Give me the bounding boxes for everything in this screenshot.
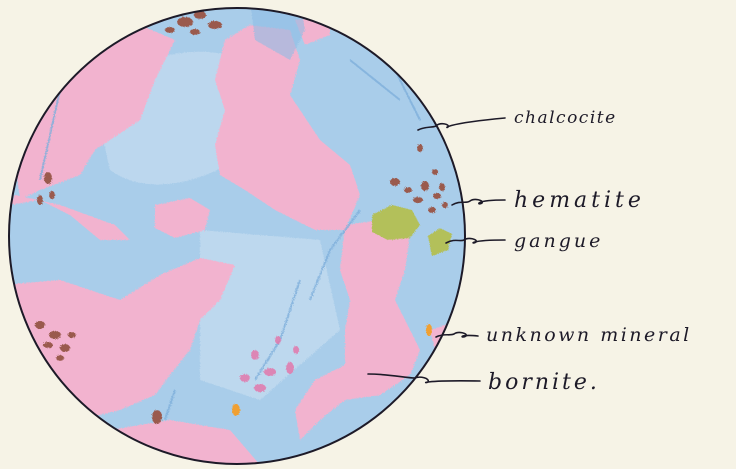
chalcocite-label: chalcocite [514,108,617,128]
bornite-label: bornite. [488,370,600,395]
gangue-label: gangue [514,230,603,252]
hematite-label: hematite [514,188,645,213]
unknown-mineral-label: unknown mineral [486,324,692,346]
